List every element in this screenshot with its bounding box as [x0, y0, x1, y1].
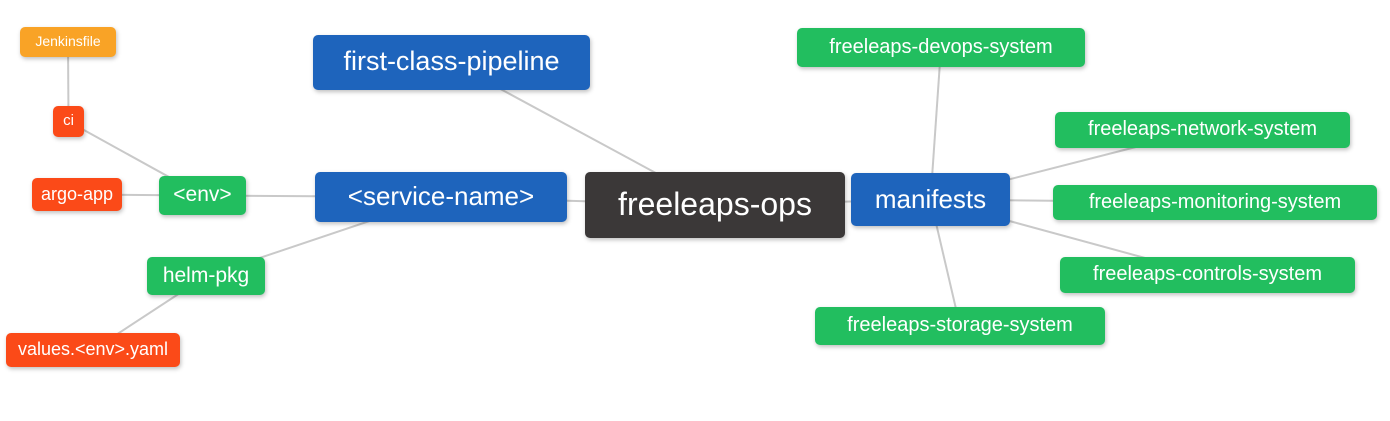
node-freeleaps-controls-system[interactable]: freeleaps-controls-system — [1060, 257, 1355, 293]
node-service-name[interactable]: <service-name> — [315, 172, 567, 222]
node-label: freeleaps-storage-system — [847, 314, 1073, 336]
node-freeleaps-network-system[interactable]: freeleaps-network-system — [1055, 112, 1350, 148]
node-ci[interactable]: ci — [53, 106, 84, 137]
node-env[interactable]: <env> — [159, 176, 246, 215]
node-label: helm-pkg — [162, 263, 250, 287]
node-freeleaps-storage-system[interactable]: freeleaps-storage-system — [815, 307, 1105, 345]
node-label: Jenkinsfile — [35, 33, 101, 49]
node-freeleaps-monitoring-system[interactable]: freeleaps-monitoring-system — [1053, 185, 1377, 220]
node-label: <env> — [173, 183, 232, 206]
node-label: freeleaps-ops — [618, 186, 812, 222]
node-jenkinsfile[interactable]: Jenkinsfile — [20, 27, 116, 57]
node-label: first-class-pipeline — [343, 46, 560, 76]
node-manifests[interactable]: manifests — [851, 173, 1010, 226]
node-first-class-pipeline[interactable]: first-class-pipeline — [313, 35, 590, 90]
node-label: argo-app — [40, 183, 114, 204]
node-label: <service-name> — [347, 181, 535, 211]
node-argo-app[interactable]: argo-app — [32, 178, 122, 211]
node-freeleaps-devops-system[interactable]: freeleaps-devops-system — [797, 28, 1085, 67]
node-helm-pkg[interactable]: helm-pkg — [147, 257, 265, 295]
node-freeleaps-ops[interactable]: freeleaps-ops — [585, 172, 845, 238]
node-label: manifests — [874, 183, 987, 214]
node-label: ci — [63, 112, 74, 129]
node-values-env-yaml[interactable]: values.<env>.yaml — [6, 333, 180, 367]
node-label: freeleaps-controls-system — [1093, 263, 1322, 285]
node-label: freeleaps-monitoring-system — [1088, 190, 1342, 213]
node-label: freeleaps-devops-system — [829, 35, 1053, 58]
node-label: freeleaps-network-system — [1088, 118, 1317, 140]
node-label: values.<env>.yaml — [17, 339, 169, 359]
